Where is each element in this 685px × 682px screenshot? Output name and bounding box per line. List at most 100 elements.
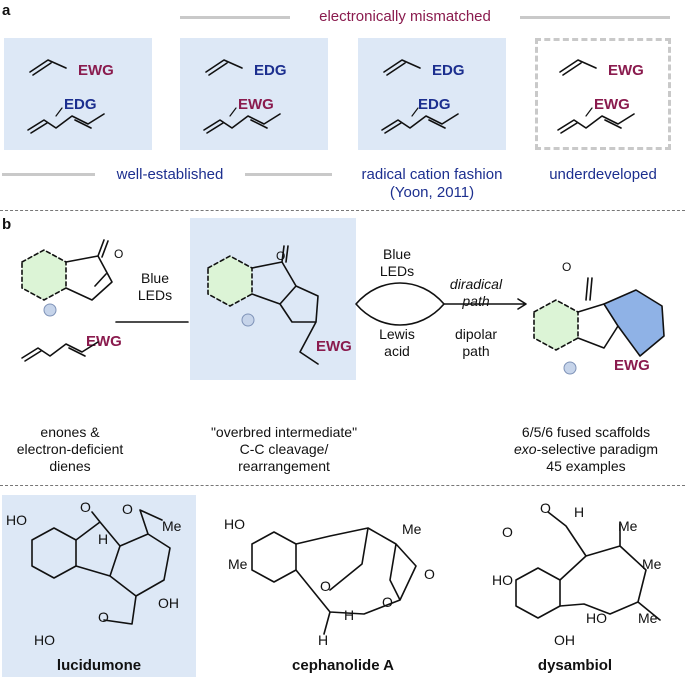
caption-underdeveloped: underdeveloped	[549, 166, 657, 183]
caption-well-established: well-established	[95, 166, 245, 183]
hydrogen-spheres	[43, 303, 577, 375]
inter-sphere	[241, 313, 255, 327]
ceph-benzene	[251, 531, 297, 583]
compound-cephanolide-a: cephanolide A	[292, 657, 394, 674]
product-aromatic	[533, 299, 579, 351]
box2-top-group: EDG	[254, 62, 287, 79]
enone-diene	[21, 341, 99, 362]
ceph-me-left: Me	[228, 556, 248, 572]
box-well-established	[4, 38, 152, 150]
box4-top-group: EWG	[608, 62, 644, 79]
luc-ho-top: HO	[6, 512, 27, 528]
mismatched-header: electronically mismatched	[290, 8, 520, 25]
caption-yoon: (Yoon, 2011)	[389, 184, 475, 201]
step2-bottom-line1: Lewis	[379, 326, 415, 342]
luc-o-ketone: O	[80, 499, 91, 515]
diene-2	[203, 113, 281, 134]
dys-ho: HO	[492, 572, 513, 588]
separator-ab	[0, 210, 685, 211]
luc-o-acetyl: O	[122, 501, 133, 517]
left-caption-3: dienes	[49, 458, 91, 474]
enone-ring	[65, 239, 113, 301]
box4-bottom-group: EWG	[594, 96, 630, 113]
mid-caption-1: "overbred intermediate"	[210, 424, 358, 440]
step2-arrow	[443, 298, 527, 310]
luc-rings	[75, 509, 171, 625]
luc-o-ether: O	[98, 609, 109, 625]
left-caption-2: electron-deficient	[16, 441, 124, 457]
alkene-1	[29, 59, 67, 76]
product-sphere	[563, 361, 577, 375]
box3-top-group: EDG	[432, 62, 465, 79]
ceph-ho: HO	[224, 516, 245, 532]
right-caption-1: 6/5/6 fused scaffolds	[521, 424, 651, 440]
alkene-3	[383, 59, 421, 76]
box2-bottom-group: EWG	[238, 96, 274, 113]
step1-label-line1: Blue	[140, 270, 170, 286]
box-underdeveloped	[535, 38, 671, 150]
box-mismatched-1	[180, 38, 328, 150]
wavy-bonds	[55, 107, 593, 117]
step2-top-line1: Blue	[382, 246, 412, 262]
diradical-line2: path	[462, 293, 490, 309]
mid-caption-2: C-C cleavage/	[239, 441, 329, 457]
left-caption-1: enones &	[40, 424, 100, 440]
box1-bottom-group: EDG	[64, 96, 97, 113]
ceph-cage	[295, 527, 417, 635]
inter-rings	[251, 245, 319, 365]
dys-h: H	[574, 504, 585, 520]
box-radical-cation	[358, 38, 506, 150]
dipolar-line2: path	[462, 343, 490, 359]
right-caption-2: exo-selective paradigm	[488, 441, 684, 458]
mid-caption-3: rearrangement	[238, 458, 330, 474]
product-ewg: EWG	[614, 357, 650, 374]
caption-radical-cation: radical cation fashion	[361, 166, 503, 183]
dys-o-carbonyl: O	[502, 524, 513, 540]
ceph-h-bottom: H	[318, 632, 329, 648]
ceph-me-top: Me	[402, 521, 422, 537]
alkene-2	[205, 59, 243, 76]
dys-me-top: Me	[618, 518, 638, 534]
dys-benzene	[515, 567, 561, 619]
enone-o: O	[114, 247, 124, 261]
step2-lens	[355, 282, 445, 326]
enone-sphere	[43, 303, 57, 317]
box1-top-group: EWG	[78, 62, 114, 79]
diene-1	[27, 113, 105, 134]
ceph-h-right: H	[344, 607, 355, 623]
enone-aromatic	[21, 249, 67, 301]
step2-top-line2: LEDs	[379, 263, 415, 279]
compound-dysambiol: dysambiol	[537, 657, 613, 674]
step2-bottom-line2: acid	[384, 343, 410, 359]
separator-bc	[0, 485, 685, 486]
product-six-ring	[603, 289, 665, 357]
ceph-o-carbonyl: O	[424, 566, 435, 582]
luc-ho-bottom: HO	[34, 632, 55, 648]
intermediate-o: O	[276, 249, 286, 263]
dys-oh: OH	[554, 632, 575, 648]
box-lucidumone	[2, 495, 196, 677]
box3-bottom-group: EDG	[418, 96, 451, 113]
panel-b-letter: b	[2, 216, 12, 233]
exo-italic: exo	[514, 441, 537, 457]
compound-lucidumone: lucidumone	[56, 657, 142, 674]
step1-label-line2: LEDs	[137, 287, 173, 303]
panel-a-letter: a	[2, 2, 11, 19]
dys-cage	[547, 511, 661, 621]
luc-benzene	[31, 527, 77, 579]
ceph-o-lactone: O	[382, 594, 393, 610]
ceph-o-bridge: O	[320, 578, 331, 594]
diene-4	[557, 113, 635, 134]
luc-me: Me	[162, 518, 182, 534]
intermediate-ewg: EWG	[316, 338, 352, 355]
diene-3	[381, 113, 459, 134]
product-o: O	[562, 260, 572, 274]
dipolar-line1: dipolar	[454, 326, 498, 342]
dys-me-right: Me	[642, 556, 662, 572]
inter-aromatic	[207, 255, 253, 307]
dys-ho-bottom: HO	[586, 610, 607, 626]
luc-oh: OH	[158, 595, 179, 611]
dys-o-lactone: O	[540, 500, 551, 516]
